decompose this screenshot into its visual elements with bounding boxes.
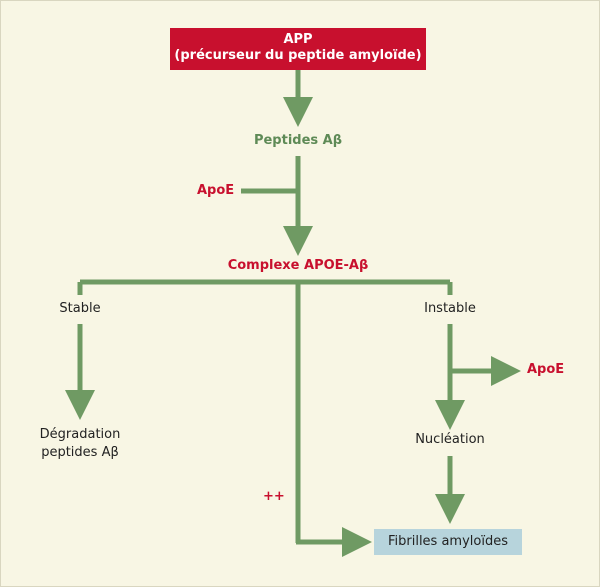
stable-label: Stable	[59, 301, 101, 316]
complexe-label: Complexe APOE-Aβ	[227, 258, 369, 273]
instable-label: Instable	[424, 301, 476, 316]
degradation-line2: peptides Aβ	[41, 445, 119, 460]
app-title: APP	[283, 32, 313, 47]
plusplus-label: ++	[263, 489, 285, 504]
app-subtitle: (précurseur du peptide amyloïde)	[174, 48, 422, 63]
nucleation-label: Nucléation	[415, 432, 485, 447]
degradation-line1: Dégradation	[39, 427, 121, 442]
fibrilles-box: Fibrilles amyloïdes	[374, 529, 522, 555]
peptides-label: Peptides Aβ	[253, 133, 343, 148]
degradation-label: Dégradation peptides Aβ	[40, 426, 121, 462]
apoe-input-label: ApoE	[197, 183, 235, 198]
apoe-output-label: ApoE	[527, 362, 565, 377]
app-box: APP (précurseur du peptide amyloïde)	[170, 28, 426, 70]
